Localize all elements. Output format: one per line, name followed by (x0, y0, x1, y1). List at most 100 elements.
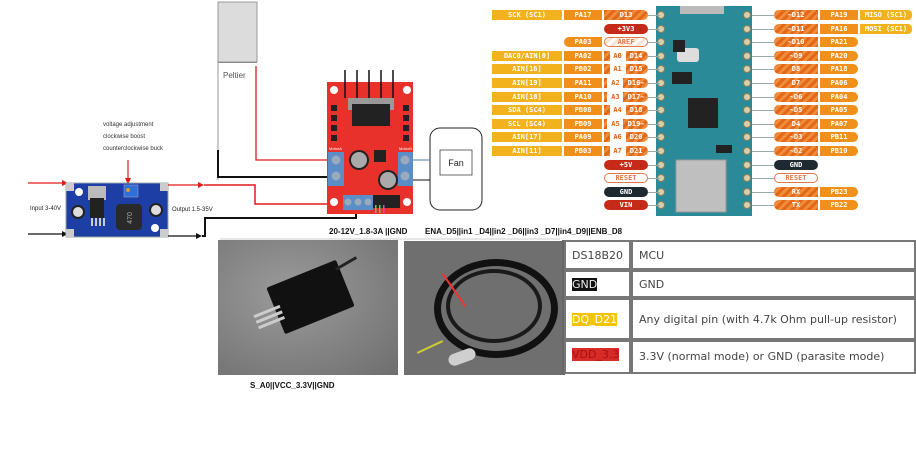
mcu-pad (743, 119, 751, 128)
pin-port-label: PA02 (564, 50, 602, 61)
fan-label-box (439, 149, 473, 176)
pin-lead-line (648, 55, 660, 57)
pin-analog-label: A5 (607, 118, 624, 129)
pin-digital-label: ~D5 (774, 105, 818, 116)
pin-row-left: +5V (492, 159, 648, 170)
pin-lead-line (752, 96, 774, 98)
table-row: DQ_D21 Any digital pin (with 4.7k Ohm pu… (564, 298, 916, 340)
mcu-board (656, 6, 752, 216)
connection-gnd: GND (639, 277, 665, 291)
pin-digital-label: A3 D17~ (604, 91, 648, 102)
pin-special-vin: VIN (604, 200, 648, 211)
buck-output-label: Output 1.5-35V (172, 207, 213, 213)
mcu-pad (743, 51, 751, 60)
pin-lead-line (648, 151, 660, 152)
pin-digital-label: ~D3 (774, 132, 818, 143)
pin-digital-label: D13 (604, 10, 648, 20)
pin-function-label: DAC0/AIN[0] (492, 50, 562, 61)
pin-lead-line (648, 164, 660, 166)
pin-analog-label: A6 (609, 132, 626, 143)
ds18b20-photo (404, 241, 563, 375)
pin-row-right: GND (774, 159, 818, 170)
analog-sensor-caption: S_A0||VCC_3.3V||GND (250, 381, 335, 390)
connection-dq: Any digital pin (with 4.7k Ohm pull-up r… (639, 312, 897, 326)
pin-port-label: PB23 (820, 186, 858, 197)
motor-b-label: MotorB (399, 146, 412, 151)
pin-digital-label: ~D11 (774, 23, 818, 34)
pin-digital-label: D8 (774, 64, 818, 75)
pin-port-label: PA21 (820, 37, 858, 48)
pin-port-label: PB22 (820, 200, 858, 211)
pin-digital-label: A7 D21 (604, 146, 648, 156)
pin-port-label: PB09 (564, 118, 602, 129)
pin-lead-line (752, 42, 774, 44)
pin-analog-label: A0 (609, 50, 626, 61)
pin-lead-line (648, 15, 660, 16)
pin-digital-label: ~D12 (774, 10, 818, 20)
pin-port-label: PA04 (820, 91, 858, 102)
pin-function-label: AIN[11] (492, 146, 562, 156)
buck-annotation-1: voltage adjustment (103, 122, 154, 128)
sensor-pcb (266, 259, 355, 335)
pin-lead-line (752, 137, 774, 139)
analog-sensor-photo (218, 240, 398, 375)
pin-digital-label: D7 (774, 78, 818, 88)
output-black-wire-to-driver (202, 212, 357, 237)
pin-digital-label: ~D6 (774, 91, 818, 102)
pin-lead-line (648, 191, 660, 193)
mcu-pad (743, 147, 751, 155)
peltier-label-box (218, 62, 257, 63)
driver-control-caption: ENA_D5||in1 _D4||in2 _D6||in3 _D7||in4_D… (425, 227, 623, 236)
pin-analog-label: A2 (607, 78, 624, 88)
motor-a-label: MotorA (329, 146, 342, 151)
pin-port-label: PA03 (564, 37, 602, 48)
pin-analog-label: A4 (609, 105, 626, 116)
pin-digital-label: A4 D18 (604, 105, 648, 116)
pin-special-5v: +5V (604, 159, 648, 170)
peltier-module (217, 1, 258, 63)
pin-lead-line (752, 151, 774, 152)
pin-vdd: VDD_3.3 (572, 348, 620, 361)
pin-lead-line (752, 28, 774, 30)
sensor-probe (334, 256, 358, 271)
pin-digital-label: D4 (774, 118, 818, 129)
peltier-red-wire (255, 66, 330, 161)
pin-lead-line (648, 178, 660, 180)
pin-lead-line (752, 178, 774, 180)
pin-lead-line (648, 69, 660, 71)
pin-digital-label: A5 D19~ (604, 118, 648, 129)
pin-port-label: PA06 (820, 78, 858, 88)
pin-digital-label: TX (774, 200, 818, 211)
pin-digital-label: ~D2 (774, 146, 818, 156)
pin-row-left: GND (492, 186, 648, 197)
pin-port-label: PA07 (820, 118, 858, 129)
motor-driver-board: MotorA MotorB (327, 70, 413, 214)
peltier-label: Peltier (223, 71, 246, 80)
pin-lead-line (648, 83, 660, 84)
pin-function-label: MISO (SC1) (860, 10, 912, 20)
pin-row-left: VIN (492, 200, 648, 211)
pin-lead-line (648, 110, 660, 112)
pin-special-gnd: GND (604, 186, 648, 197)
pin-row-right: RESET (774, 173, 818, 184)
pin-port-label: PA10 (564, 91, 602, 102)
pin-port-label: PB10 (820, 146, 858, 156)
table-left-bar (562, 240, 565, 375)
pin-lead-line (752, 110, 774, 112)
pin-port-label: PB03 (564, 146, 602, 156)
mcu-pad (743, 11, 751, 19)
pin-port-label: PA19 (820, 10, 858, 20)
